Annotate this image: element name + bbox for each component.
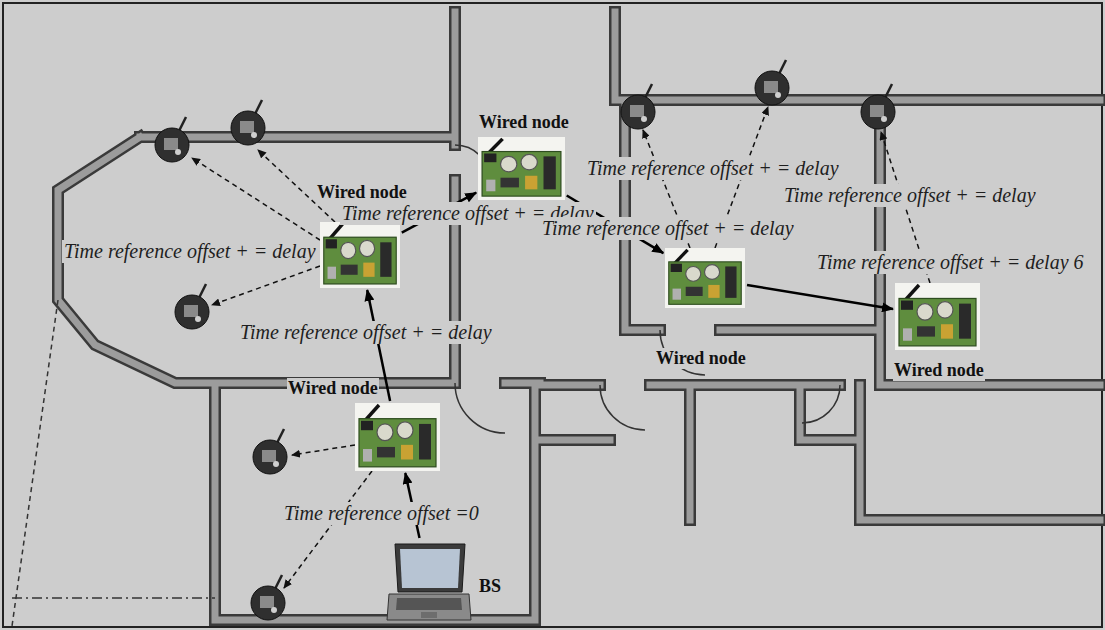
- node-label: Wired node: [655, 348, 747, 369]
- wired-node-board: [895, 283, 980, 350]
- node-label: Wired node: [893, 360, 985, 381]
- offset-note: Time reference offset + = delay: [540, 217, 796, 240]
- link-arrow: [747, 285, 893, 309]
- node-label: Wired node: [478, 112, 570, 133]
- offset-note: Time reference offset + = delay: [238, 321, 494, 344]
- offset-note: Time reference offset + = delay: [585, 157, 841, 180]
- laptop-picture: [385, 540, 473, 624]
- frame: [3, 3, 1102, 627]
- node-label: Wired node: [316, 182, 408, 203]
- wired-node: Wired node: [478, 137, 565, 200]
- wired-node: Wired node: [895, 283, 980, 350]
- wired-node-board: [355, 403, 440, 471]
- base-station: BS: [385, 540, 473, 624]
- node-label: Wired node: [287, 378, 379, 399]
- wired-node-board: [320, 222, 400, 288]
- wired-node-board: [478, 137, 565, 200]
- wired-node: Wired node: [355, 403, 440, 471]
- node-label: BS: [478, 576, 502, 597]
- boundary-line: [12, 300, 58, 626]
- offset-note: Time reference offset =0: [282, 502, 481, 525]
- sensor-links: [192, 107, 930, 588]
- boundary-line: [12, 597, 215, 599]
- wired-node: Wired node: [665, 248, 745, 308]
- wired-node: Wired node: [320, 222, 400, 288]
- walls: [58, 12, 1100, 620]
- offset-note: Time reference offset + = delay 6: [815, 251, 1086, 274]
- sensor-motes: [155, 60, 895, 620]
- offset-note: Time reference offset + = delay: [62, 240, 318, 263]
- wired-node-board: [665, 248, 745, 308]
- offset-note: Time reference offset + = delay: [782, 184, 1038, 207]
